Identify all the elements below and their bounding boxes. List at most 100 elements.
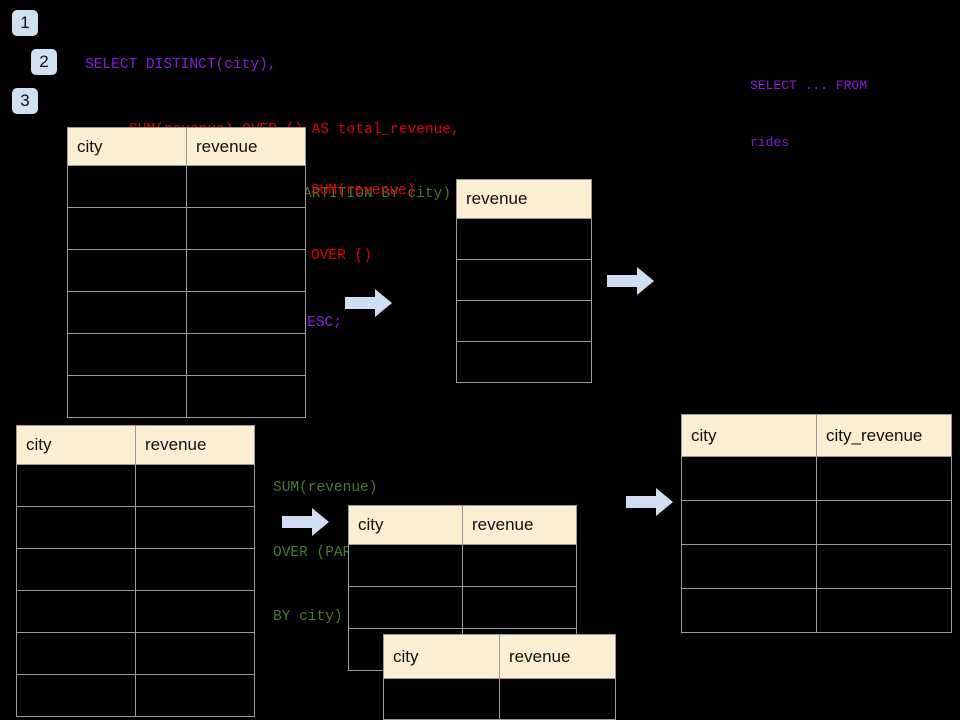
table-header-row: city revenue (67, 127, 306, 166)
column-header-city: city (383, 634, 500, 679)
column-header-city: city (67, 127, 187, 166)
table-cell (16, 674, 136, 717)
table-header-row: city revenue (16, 425, 255, 465)
column-header-revenue: revenue (186, 127, 306, 166)
table-row (681, 588, 952, 633)
table-cell (186, 249, 306, 292)
annotation-total-revenue: SUM(revenue) OVER () (311, 138, 415, 310)
sql-line-select: SELECT DISTINCT(city), (85, 57, 277, 73)
table-cell (456, 218, 592, 260)
table-cell (16, 548, 136, 591)
table-cell (383, 678, 500, 720)
table-cell (16, 506, 136, 549)
step-badge-3: 3 (12, 88, 38, 114)
table-cell (681, 588, 817, 633)
table-cell (16, 590, 136, 633)
table-partition-front: city revenue (383, 634, 616, 720)
table-cell (67, 207, 187, 250)
table-row (67, 375, 306, 418)
table-source-bottom: city revenue (16, 425, 255, 717)
table-cell (681, 544, 817, 589)
table-cell (816, 456, 952, 501)
column-header-revenue: revenue (499, 634, 616, 679)
annotation-partition-line-3: BY city) (273, 609, 343, 625)
table-row (16, 548, 255, 591)
table-row (456, 300, 592, 342)
table-row (16, 632, 255, 675)
table-cell (816, 588, 952, 633)
column-header-city: city (348, 505, 463, 545)
table-row (67, 333, 306, 376)
arrow-partition-to-result-icon (626, 488, 673, 516)
table-cell (135, 632, 255, 675)
table-cell (16, 464, 136, 507)
table-cell (67, 249, 187, 292)
table-cell (456, 259, 592, 301)
table-cell (348, 544, 463, 587)
arrow-source-to-partition-icon (282, 508, 329, 536)
column-header-revenue: revenue (462, 505, 577, 545)
table-cell (681, 456, 817, 501)
table-header-row: city revenue (383, 634, 616, 679)
table-cell (67, 291, 187, 334)
table-row (681, 544, 952, 589)
table-cell (186, 375, 306, 418)
table-row (456, 259, 592, 301)
table-cell (681, 500, 817, 545)
table-cell (67, 165, 187, 208)
table-row (16, 674, 255, 717)
table-row (16, 590, 255, 633)
annotation-total-line-2: OVER () (311, 247, 372, 264)
table-row (67, 249, 306, 292)
step-badge-1: 1 (12, 10, 38, 36)
column-header-revenue: revenue (135, 425, 255, 465)
table-source-top: city revenue (67, 127, 306, 418)
table-row (681, 500, 952, 545)
table-cell (16, 632, 136, 675)
sidenote-select-from: SELECT ... FROM rides (750, 38, 867, 190)
table-cell (462, 544, 577, 587)
table-row (383, 678, 616, 720)
sidenote-line-2: rides (750, 135, 790, 150)
annotation-total-line-1: SUM(revenue) (311, 183, 416, 199)
table-cell (816, 500, 952, 545)
column-header-city: city (16, 425, 136, 465)
table-cell (499, 678, 616, 720)
table-total-revenue: revenue (456, 179, 592, 383)
table-row (67, 207, 306, 250)
sidenote-line-1: SELECT ... FROM (750, 78, 868, 93)
table-cell (67, 333, 187, 376)
table-result: city city_revenue (681, 414, 952, 633)
table-row (348, 586, 577, 629)
table-cell (186, 333, 306, 376)
table-cell (186, 207, 306, 250)
table-row (16, 506, 255, 549)
table-cell (135, 548, 255, 591)
table-cell (186, 291, 306, 334)
column-header-revenue: revenue (456, 179, 592, 219)
table-header-row: city city_revenue (681, 414, 952, 457)
table-row (681, 456, 952, 501)
table-cell (135, 674, 255, 717)
table-row (456, 218, 592, 260)
column-header-city: city (681, 414, 817, 457)
table-cell (67, 375, 187, 418)
table-row (67, 291, 306, 334)
annotation-partition-line-1: SUM(revenue) (273, 480, 378, 496)
table-header-row: revenue (456, 179, 592, 219)
table-cell (135, 590, 255, 633)
arrow-total-to-result-icon (607, 267, 654, 295)
table-cell (135, 464, 255, 507)
table-cell (135, 506, 255, 549)
column-header-city-revenue: city_revenue (816, 414, 952, 457)
table-cell (816, 544, 952, 589)
arrow-source-to-total-icon (345, 289, 392, 317)
table-cell (462, 586, 577, 629)
table-cell (456, 300, 592, 342)
table-row (67, 165, 306, 208)
table-cell (186, 165, 306, 208)
table-cell (456, 341, 592, 383)
step-badge-2: 2 (31, 49, 57, 75)
table-header-row: city revenue (348, 505, 577, 545)
